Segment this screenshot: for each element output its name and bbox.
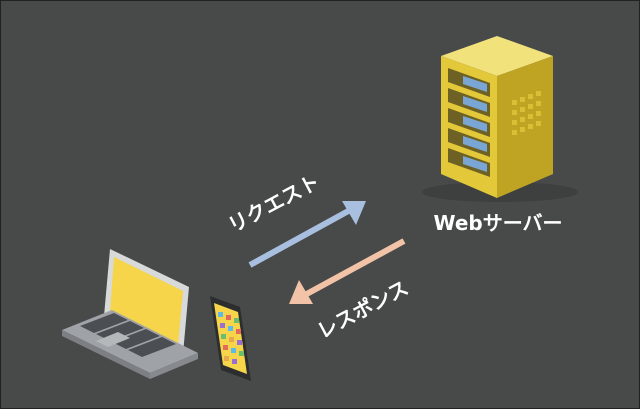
server-label: Webサーバー xyxy=(433,211,562,235)
laptop-icon xyxy=(62,249,198,379)
smartphone-icon xyxy=(210,296,251,381)
server-icon xyxy=(422,36,578,202)
request-arrow xyxy=(248,201,366,268)
request-label: リクエスト xyxy=(224,169,324,237)
response-arrow xyxy=(289,238,406,304)
